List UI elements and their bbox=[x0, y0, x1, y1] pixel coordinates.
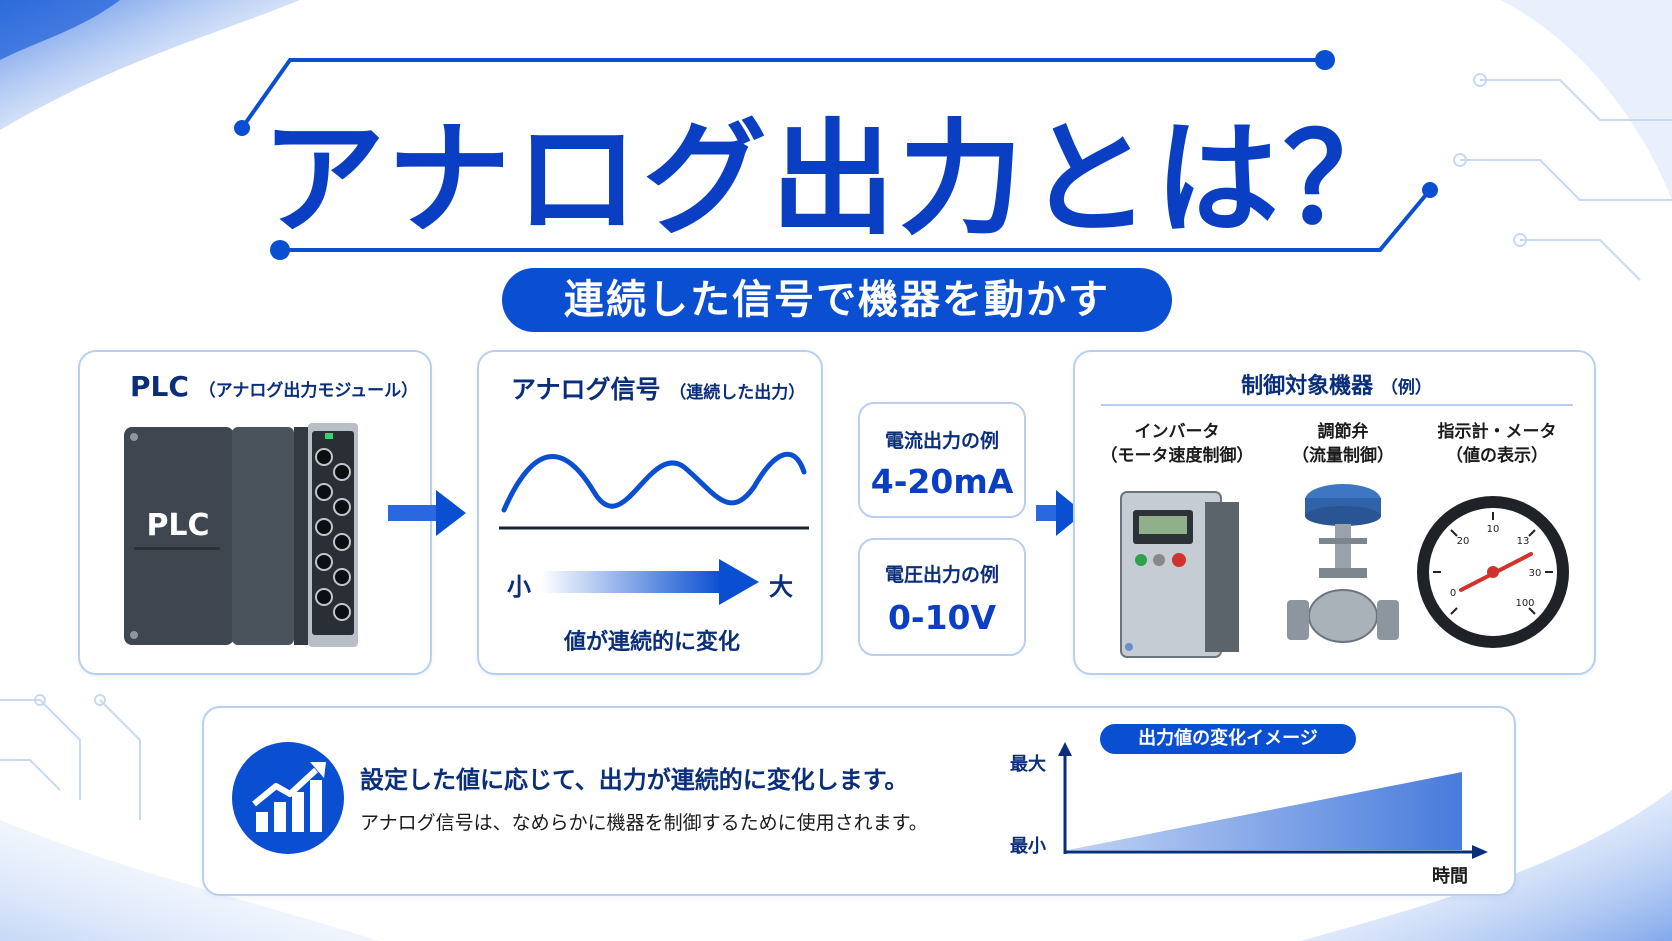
title-frame bbox=[234, 50, 1438, 260]
signal-title: アナログ信号 bbox=[511, 375, 661, 404]
gauge-tick: 0 bbox=[1450, 588, 1456, 599]
gauge-tick: 20 bbox=[1457, 536, 1470, 547]
gradient-arrow bbox=[541, 559, 759, 605]
device-name-inverter: インバータ bbox=[1134, 422, 1220, 442]
plc-subtitle: （アナログ出力モジュール） bbox=[198, 381, 419, 401]
gauge-meter-image: 10 13 20 30 0 100 bbox=[1417, 496, 1569, 648]
device-name-valve: 調節弁 bbox=[1317, 422, 1369, 442]
signal-min-label: 小 bbox=[507, 573, 531, 601]
page-title: アナログ出力とは？ bbox=[261, 108, 1411, 252]
subtitle-banner: 連続した信号で機器を動かす bbox=[502, 268, 1172, 332]
plc-module-image: PLC bbox=[124, 423, 358, 647]
plc-title: PLC bbox=[130, 370, 189, 403]
plc-panel: PLC （アナログ出力モジュール） PLC bbox=[78, 350, 432, 675]
device-desc-meter: （値の表示） bbox=[1446, 446, 1548, 466]
gauge-tick: 13 bbox=[1517, 536, 1530, 547]
gauge-tick: 100 bbox=[1515, 598, 1534, 609]
chart-y-axis-arrowhead bbox=[1058, 742, 1072, 756]
device-name-meter: 指示計・メータ bbox=[1437, 422, 1557, 442]
inverter-image bbox=[1120, 491, 1239, 658]
sine-wave bbox=[499, 451, 809, 530]
chart-y-min-label: 最小 bbox=[1010, 836, 1046, 857]
chart-area-series bbox=[1068, 772, 1462, 850]
control-valve-image bbox=[1287, 484, 1399, 643]
growth-chart-icon bbox=[232, 742, 344, 854]
chart-y-max-label: 最大 bbox=[1010, 754, 1046, 775]
chart-title: 出力値の変化イメージ bbox=[1100, 724, 1356, 754]
divider bbox=[1101, 404, 1573, 406]
signal-caption: 値が連続的に変化 bbox=[563, 630, 740, 655]
summary-body: アナログ信号は、なめらかに機器を制御するために使用されます。 bbox=[360, 812, 928, 834]
gauge-tick: 10 bbox=[1487, 524, 1500, 535]
plc-device-label: PLC bbox=[146, 508, 209, 543]
current-example-box: 電流出力の例 4-20mA bbox=[858, 402, 1026, 518]
chart-x-label: 時間 bbox=[1432, 866, 1468, 887]
devices-subtitle: （例） bbox=[1380, 378, 1432, 398]
signal-max-label: 大 bbox=[769, 573, 793, 601]
arrow-icon bbox=[1036, 490, 1084, 536]
device-desc-inverter: （モータ速度制御） bbox=[1100, 446, 1254, 466]
current-example-value: 4-20mA bbox=[870, 462, 1014, 501]
chart-x-axis-arrowhead bbox=[1472, 845, 1488, 859]
voltage-example-label: 電圧出力の例 bbox=[884, 564, 999, 586]
device-desc-valve: （流量制御） bbox=[1292, 446, 1394, 466]
gauge-tick: 30 bbox=[1529, 568, 1542, 579]
voltage-example-box: 電圧出力の例 0-10V bbox=[858, 538, 1026, 656]
voltage-example-value: 0-10V bbox=[887, 598, 997, 637]
output-chart bbox=[1058, 742, 1488, 859]
signal-subtitle: （連続した出力） bbox=[669, 383, 806, 403]
current-example-label: 電流出力の例 bbox=[884, 430, 999, 452]
signal-panel: アナログ信号 （連続した出力） 小 大 値が連続的に変化 bbox=[477, 350, 823, 675]
devices-panel: 制御対象機器 （例） インバータ （モータ速度制御） 調節弁 （流量制御） 指示… bbox=[1073, 350, 1596, 675]
devices-title: 制御対象機器 bbox=[1241, 374, 1374, 399]
arrow-icon bbox=[388, 490, 466, 536]
summary-headline: 設定した値に応じて、出力が連続的に変化します。 bbox=[360, 766, 909, 794]
